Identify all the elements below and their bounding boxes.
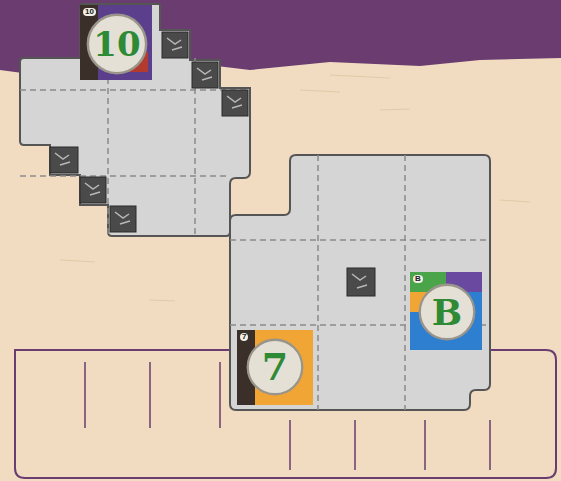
tile-number: B bbox=[418, 283, 476, 341]
tile-medallion: 10 bbox=[86, 13, 148, 75]
tile-medallion: 7 bbox=[246, 338, 304, 396]
lower-board bbox=[230, 155, 490, 410]
grid-lines bbox=[20, 58, 250, 236]
tile-7 bbox=[237, 330, 313, 405]
corner-mark: 10 bbox=[83, 8, 96, 16]
tile-10 bbox=[80, 5, 152, 80]
tile-medallion: B bbox=[418, 283, 476, 341]
tile-number: 7 bbox=[246, 338, 304, 396]
corner-mark: B bbox=[413, 275, 423, 283]
grid-lines bbox=[230, 155, 490, 410]
upper-board bbox=[20, 4, 250, 236]
tile-number: 10 bbox=[86, 13, 148, 75]
tile-b bbox=[410, 272, 482, 350]
